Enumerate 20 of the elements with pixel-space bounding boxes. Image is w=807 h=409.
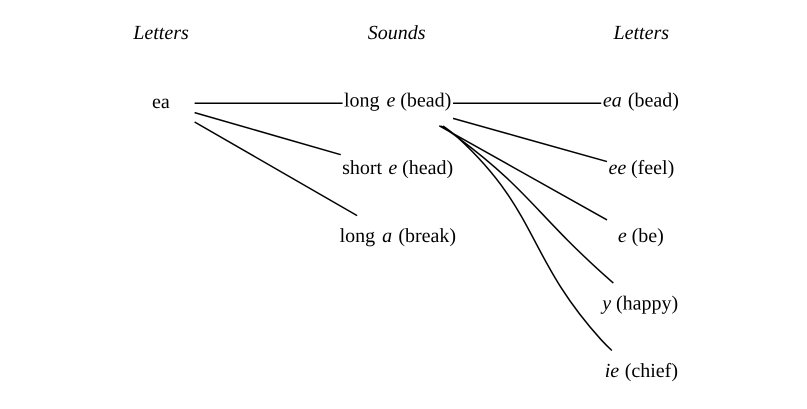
label: Letters (612, 22, 669, 44)
connector (194, 121, 357, 216)
label: Letters (132, 22, 188, 44)
node-text: ea (bead) (602, 90, 678, 112)
node-text: e (be) (617, 224, 664, 247)
node-text: y (happy) (602, 292, 678, 314)
node-text: long e (bead) (343, 90, 451, 112)
connector (194, 112, 340, 156)
connector (452, 102, 601, 104)
node-text: short e (head) (342, 157, 453, 180)
connector (440, 125, 614, 284)
connector (194, 102, 342, 104)
node-text: ee (feel) (608, 157, 674, 180)
node-text: long a (break) (339, 224, 456, 247)
connector (438, 125, 607, 221)
node-text: ea (152, 90, 170, 113)
node-text: ie (chief) (604, 360, 678, 382)
connector (452, 118, 607, 162)
connector (442, 125, 612, 352)
label: Sounds (367, 22, 426, 44)
